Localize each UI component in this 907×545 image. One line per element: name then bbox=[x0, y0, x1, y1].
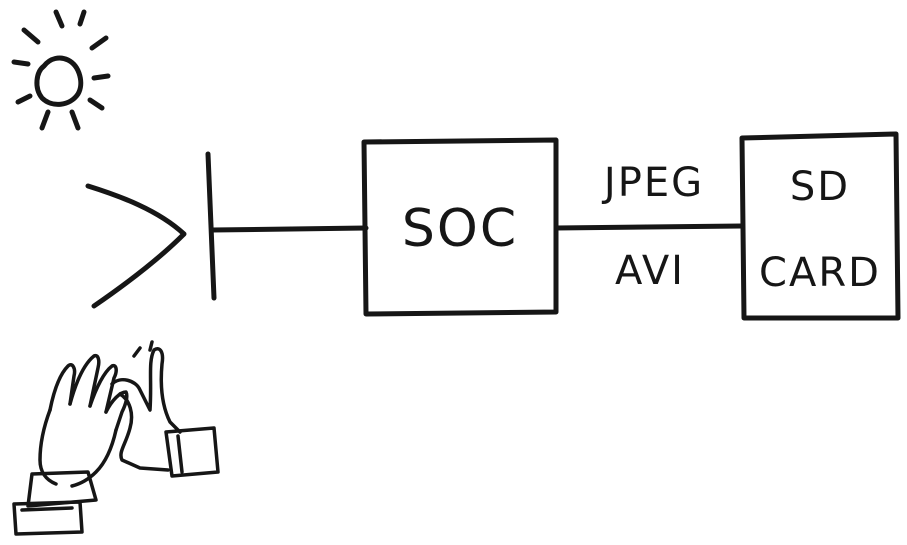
sensor-icon bbox=[205, 151, 217, 301]
connector-label-avi: AVI bbox=[615, 248, 685, 294]
sensor-soc-wire bbox=[209, 225, 369, 233]
sd-card-block: SD CARD bbox=[739, 131, 901, 321]
soc-sd-wire bbox=[553, 223, 745, 231]
clapping-hands-icon bbox=[12, 340, 220, 536]
soc-block: SOC bbox=[361, 137, 559, 317]
sun-icon bbox=[11, 9, 111, 131]
soc-label: SOC bbox=[402, 199, 518, 259]
sd-card-label-line2: CARD bbox=[759, 250, 881, 296]
lens-icon bbox=[85, 183, 187, 309]
sd-card-label-line1: SD bbox=[790, 164, 850, 210]
connector-label-jpeg: JPEG bbox=[601, 160, 704, 206]
